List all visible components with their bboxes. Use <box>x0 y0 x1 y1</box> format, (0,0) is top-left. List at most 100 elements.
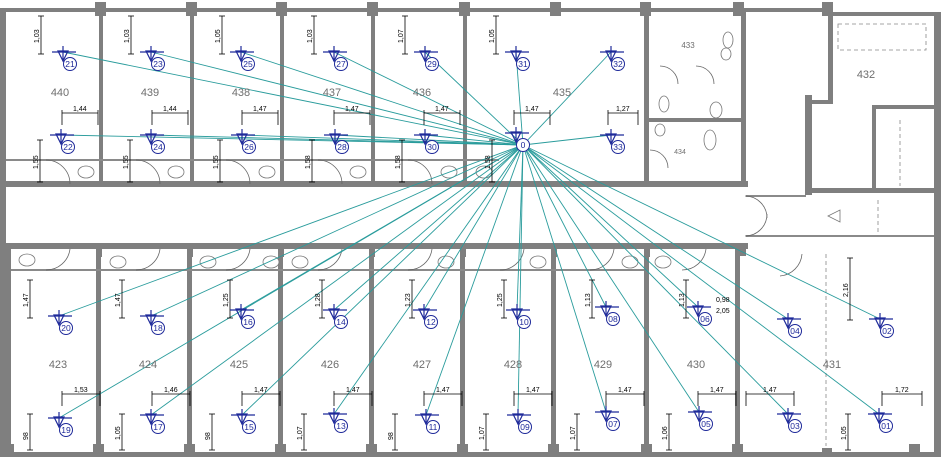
wall-432-step <box>805 100 833 104</box>
receiver-circle-icon <box>698 312 712 326</box>
dimension-d44: 1,07 <box>297 413 307 451</box>
room-427-label: 427 <box>413 359 431 371</box>
receiver-label: 27 <box>336 59 346 69</box>
receiver-04[interactable]: 04 <box>777 313 802 338</box>
door-arc <box>317 159 343 185</box>
receiver-03[interactable]: 03 <box>777 408 802 433</box>
dimension-d4: 1,03 <box>307 15 317 55</box>
dimension-label: 1,72 <box>895 387 909 394</box>
receiver-30[interactable]: 30 <box>414 129 439 154</box>
dimension-label: 1,25 <box>497 293 504 307</box>
toilet <box>709 101 723 119</box>
stair-outline <box>837 23 927 51</box>
receiver-circle-icon <box>788 419 802 433</box>
door-arc <box>589 248 615 271</box>
receiver-32[interactable]: 32 <box>600 46 625 71</box>
receiver-17[interactable]: 17 <box>140 409 165 434</box>
receiver-33[interactable]: 33 <box>600 129 625 154</box>
signal-ray-18 <box>150 144 524 317</box>
receiver-23[interactable]: 23 <box>140 46 165 71</box>
receiver-08[interactable]: 08 <box>595 301 620 326</box>
post <box>551 243 557 257</box>
receiver-02[interactable]: 02 <box>869 313 894 338</box>
dimension-d13: 1,27 <box>607 106 639 125</box>
signal-ray-03 <box>522 144 789 415</box>
receiver-09[interactable]: 09 <box>507 409 532 434</box>
door-arc <box>135 159 161 185</box>
receiver-06[interactable]: 06 <box>687 301 712 326</box>
receiver-19[interactable]: 19 <box>48 412 73 437</box>
signal-ray-09 <box>517 144 524 416</box>
receiver-label: 31 <box>518 59 528 69</box>
dimension-label: 1,47 <box>115 293 122 307</box>
receiver-18[interactable]: 18 <box>140 310 165 335</box>
dimension-d18: 1,58 <box>395 139 405 183</box>
signal-ray-10 <box>516 144 524 311</box>
receiver-28[interactable]: 28 <box>324 129 349 154</box>
receiver-24[interactable]: 24 <box>140 129 165 154</box>
signal-rays <box>58 51 881 419</box>
column <box>3 444 14 457</box>
receiver-21[interactable]: 21 <box>52 46 77 71</box>
receiver-12[interactable]: 12 <box>413 304 438 329</box>
divider <box>187 249 192 454</box>
signal-ray-30 <box>424 134 524 146</box>
toilet <box>658 95 670 113</box>
column <box>733 2 744 16</box>
dimension-label: 1,05 <box>115 426 122 440</box>
signal-ray-19 <box>58 144 524 419</box>
receiver-circle-icon <box>59 321 73 335</box>
dimension-label: 1,47 <box>710 387 724 394</box>
signal-ray-33 <box>522 134 612 146</box>
receiver-20[interactable]: 20 <box>48 310 73 335</box>
receiver-label: 24 <box>153 142 163 152</box>
receiver-label: 18 <box>153 323 163 333</box>
receiver-07[interactable]: 07 <box>595 406 620 431</box>
washbasin <box>654 123 666 137</box>
receiver-22[interactable]: 22 <box>50 129 75 154</box>
hub-access-point[interactable]: 0 <box>505 127 530 152</box>
receiver-05[interactable]: 05 <box>688 406 713 431</box>
dimension-label: 1,07 <box>297 426 304 440</box>
receiver-circle-icon <box>425 57 439 71</box>
receiver-label: 26 <box>244 142 254 152</box>
dimension-d8: 1,44 <box>151 106 189 125</box>
receiver-label: 02 <box>882 326 892 336</box>
dimension-label: 1,03 <box>307 29 314 43</box>
receiver-circle-icon <box>606 417 620 431</box>
receiver-01[interactable]: 01 <box>868 408 893 433</box>
dimension-label: 1,47 <box>346 387 360 394</box>
dimension-label: 1,46 <box>164 387 178 394</box>
corridor-end <box>740 246 746 256</box>
dimension-label: 1,47 <box>435 106 449 113</box>
divider <box>551 249 556 454</box>
column <box>275 444 286 457</box>
dimension-d49: 1,05 <box>841 413 851 451</box>
receiver-13[interactable]: 13 <box>323 408 348 433</box>
receiver-15[interactable]: 15 <box>231 409 256 434</box>
dimension-d48: 1,06 <box>662 413 672 451</box>
receiver-14[interactable]: 14 <box>323 304 348 329</box>
divider <box>644 12 649 184</box>
receiver-11[interactable]: 11 <box>415 409 440 434</box>
receiver-circle-icon <box>334 57 348 71</box>
receiver-label: 20 <box>61 323 71 333</box>
door-arc <box>499 248 525 271</box>
receiver-16[interactable]: 16 <box>230 304 255 329</box>
receiver-circle-icon <box>426 420 440 434</box>
washbasin <box>654 255 672 269</box>
receiver-25[interactable]: 25 <box>230 46 255 71</box>
receiver-label: 23 <box>153 59 163 69</box>
receiver-29[interactable]: 29 <box>414 46 439 71</box>
receiver-27[interactable]: 27 <box>323 46 348 71</box>
receiver-label: 09 <box>520 422 530 432</box>
dimension-label: 1,58 <box>485 155 492 169</box>
receiver-26[interactable]: 26 <box>231 129 256 154</box>
door-arc <box>45 159 71 185</box>
receiver-10[interactable]: 10 <box>506 304 531 329</box>
receiver-31[interactable]: 31 <box>505 46 530 71</box>
receiver-circle-icon <box>879 419 893 433</box>
receiver-circle-icon <box>334 315 348 329</box>
door-arc <box>45 248 71 271</box>
signal-ray-27 <box>333 51 524 146</box>
